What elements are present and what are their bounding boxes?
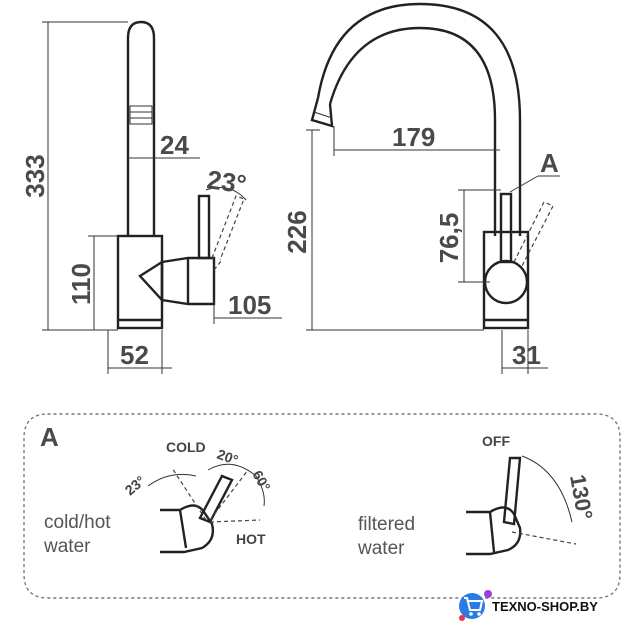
dim-110: 110 [66, 263, 96, 305]
filtered-caption-2: water [357, 538, 405, 559]
detail-right-lever [502, 456, 522, 526]
side-lever-rotated [513, 201, 554, 267]
dim-76-5: 76,5 [434, 213, 464, 264]
detail-cold-hot: 23° COLD 20° 60° HOT cold/hot water [43, 439, 274, 557]
side-lever [499, 192, 513, 264]
cart-icon [464, 597, 484, 611]
angle-20: 20° [215, 446, 240, 468]
detail-a-border [23, 413, 621, 599]
detail-marker-a: A [540, 148, 559, 178]
side-spout-outer [328, 26, 497, 236]
front-lever-rotated [211, 195, 245, 261]
angle-23: 23° [122, 472, 149, 498]
angle-60: 60° [249, 468, 273, 494]
front-body [116, 234, 164, 330]
detail-right-body [466, 506, 522, 556]
dim-179: 179 [392, 122, 435, 152]
off-label: OFF [482, 433, 510, 449]
front-spout-tube [126, 20, 156, 236]
front-view: 333 24 23° 110 105 52 [20, 20, 282, 374]
brand-logo: TEXNO-SHOP.BY [459, 590, 598, 621]
hot-label: HOT [236, 531, 266, 547]
side-cartridge [483, 259, 529, 305]
side-spout-inner [316, 2, 522, 236]
detail-a-panel: A 23° COLD 20° 60° HOT cold/hot water [23, 413, 621, 599]
dim-24: 24 [160, 130, 189, 160]
dim-333: 333 [20, 154, 50, 197]
detail-a-title: A [40, 422, 59, 452]
cold-hot-caption-1: cold/hot [44, 512, 111, 533]
side-view: 179 226 76,5 A 31 [282, 2, 560, 374]
front-aerator [129, 105, 153, 125]
cold-label: COLD [166, 439, 206, 455]
brand-name: TEXNO-SHOP.BY [492, 599, 598, 614]
dim-105: 105 [228, 290, 271, 320]
cold-hot-caption-2: water [43, 536, 91, 557]
dim-23-degrees: 23° [205, 164, 248, 199]
dim-52: 52 [120, 340, 149, 370]
dim-31: 31 [512, 340, 541, 370]
dim-226: 226 [282, 210, 312, 253]
detail-filtered: OFF 130° filtered water [357, 433, 598, 559]
detail-left-body [160, 504, 215, 554]
filtered-caption-1: filtered [358, 514, 415, 535]
front-lever [197, 194, 211, 260]
detail-left-lever [198, 474, 234, 524]
